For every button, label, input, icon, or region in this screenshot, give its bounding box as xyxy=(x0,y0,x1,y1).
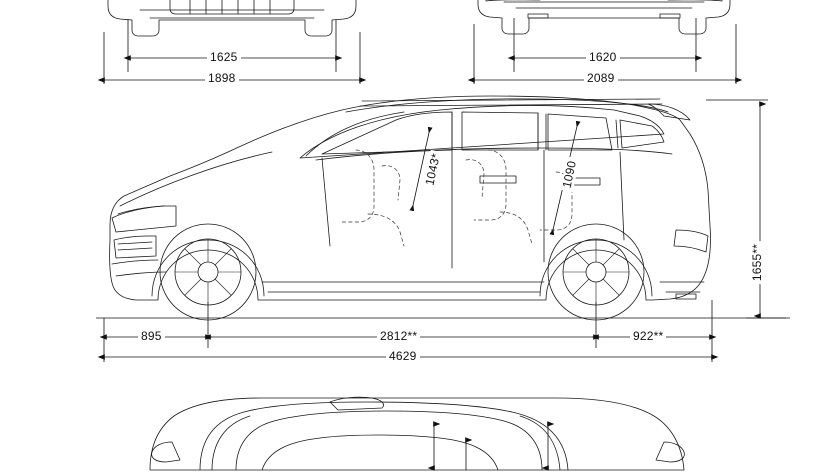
front-view-artwork xyxy=(107,0,357,37)
dim-rear-track-width: 1620 xyxy=(586,51,620,64)
side-view-artwork xyxy=(109,95,711,321)
dim-wheelbase: 2812** xyxy=(377,330,421,343)
dim-front-overall-width: 1898 xyxy=(205,72,239,85)
interior-hints xyxy=(339,149,573,247)
dim-overall-height: 1655** xyxy=(750,240,765,285)
top-view-artwork xyxy=(149,396,685,471)
dim-front-overhang: 895 xyxy=(138,330,165,343)
dim-rear-width-over-mirrors: 2089 xyxy=(584,72,618,85)
dim-rear-overhang: 922** xyxy=(630,330,667,343)
dim-front-track-width: 1625 xyxy=(207,51,241,64)
rear-view-artwork xyxy=(477,0,731,35)
dim-overall-length: 4629 xyxy=(386,350,420,363)
dimension-lines xyxy=(96,18,790,471)
